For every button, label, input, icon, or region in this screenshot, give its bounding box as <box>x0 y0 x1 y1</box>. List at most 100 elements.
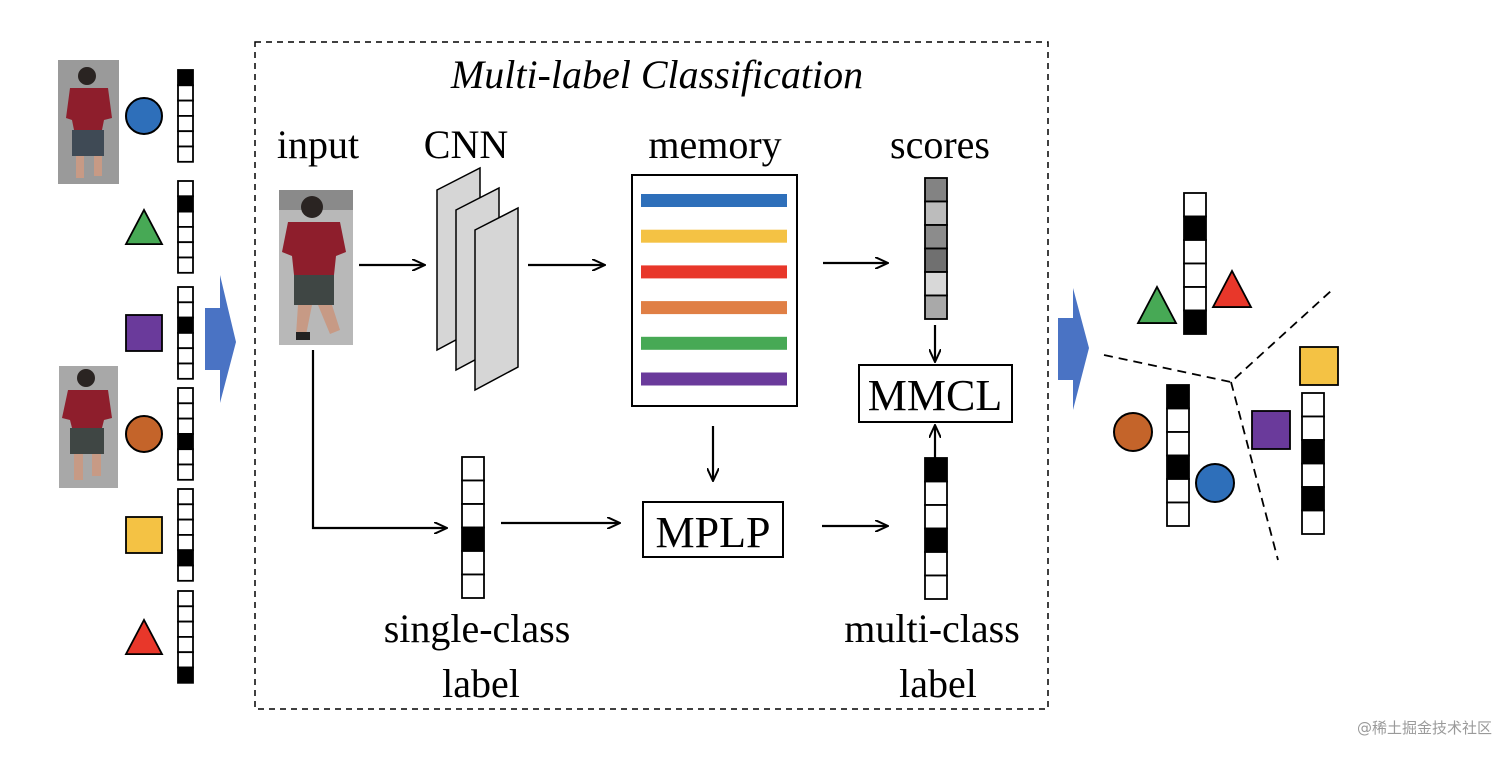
big-arrow-left-icon <box>205 275 236 403</box>
vector-cell <box>177 180 194 198</box>
vector-cell <box>177 362 194 380</box>
cluster-squares <box>1251 346 1339 535</box>
vector-cell <box>1183 215 1207 241</box>
vector-cell <box>924 224 948 250</box>
vector-cell <box>177 666 194 684</box>
vector-cell <box>177 651 194 669</box>
vector-cell <box>1301 462 1325 488</box>
vector-cell <box>1183 262 1207 288</box>
memory-row <box>641 194 787 207</box>
left-sample-vector <box>177 69 194 163</box>
left-person-image-1 <box>58 60 119 184</box>
vector-cell <box>177 605 194 623</box>
left-sample-1 <box>125 69 194 163</box>
vector-cell <box>177 488 194 506</box>
vector-cell <box>177 518 194 536</box>
vector-cell <box>1166 478 1190 504</box>
memory-box <box>631 174 798 407</box>
single-class-label-vector <box>461 456 485 599</box>
red-triangle-icon <box>1211 269 1253 308</box>
vector-cell <box>924 247 948 273</box>
vector-cell <box>924 527 948 553</box>
scores-cells <box>924 177 948 320</box>
vector-cell <box>177 448 194 466</box>
vector-cell <box>177 402 194 420</box>
vector-cell <box>177 69 194 87</box>
vector-cell <box>177 564 194 582</box>
cluster-boundaries <box>1103 289 1333 561</box>
left-sample-vector <box>177 387 194 481</box>
left-sample-vector <box>177 286 194 380</box>
memory-label: memory <box>648 122 781 167</box>
vector-cell <box>177 301 194 319</box>
mmcl-box <box>858 364 1013 423</box>
vector-cell <box>1183 192 1207 218</box>
multi-class-cells <box>924 457 948 600</box>
vector-cell <box>177 620 194 638</box>
vector-cell <box>177 463 194 481</box>
vector-cell <box>177 549 194 567</box>
multi-class-label-vector <box>924 457 948 600</box>
left-samples <box>124 69 194 684</box>
vector-cell <box>924 457 948 483</box>
mplp-box <box>642 501 784 558</box>
vector-cell <box>177 387 194 405</box>
vector-cell <box>1183 239 1207 265</box>
vector-cell <box>924 294 948 320</box>
vector-cell <box>1301 439 1325 465</box>
cluster-vector <box>1301 392 1325 535</box>
vector-cell <box>177 417 194 435</box>
vector-cell <box>461 503 485 529</box>
yellow-square-icon <box>125 516 163 554</box>
memory-row <box>641 265 787 279</box>
vector-cell <box>461 526 485 552</box>
vector-cell <box>1166 407 1190 433</box>
scores-vector <box>924 177 948 320</box>
vector-cell <box>177 590 194 608</box>
purple-square-icon <box>125 314 163 352</box>
input-label: input <box>277 122 359 167</box>
vector-cell <box>177 241 194 259</box>
clusters <box>1113 192 1339 535</box>
vector-cell <box>924 200 948 226</box>
vector-cell <box>177 432 194 451</box>
flow-arrows <box>311 263 935 528</box>
vector-cell <box>924 271 948 297</box>
watermark: @稀土掘金技术社区 <box>1356 719 1492 737</box>
vector-cell <box>177 195 194 213</box>
vector-cell <box>1301 392 1325 418</box>
cluster-vector <box>1166 384 1190 527</box>
memory-row <box>641 336 787 350</box>
vector-cell <box>924 504 948 530</box>
vector-cell <box>177 636 194 654</box>
vector-cell <box>924 551 948 577</box>
vector-cell <box>177 84 194 102</box>
vector-cell <box>177 210 194 228</box>
vector-cell <box>1301 415 1325 441</box>
vector-cell <box>177 534 194 552</box>
vector-cell <box>1183 309 1207 335</box>
vector-cell <box>1166 384 1190 410</box>
memory-row <box>641 229 787 243</box>
memory-row <box>641 301 787 315</box>
vector-cell <box>1183 286 1207 312</box>
cluster-circles <box>1113 384 1235 527</box>
vector-cell <box>924 480 948 506</box>
vector-cell <box>461 456 485 482</box>
yellow-square-icon <box>1299 346 1339 386</box>
orange-circle-icon <box>125 415 163 453</box>
vector-cell <box>177 225 194 244</box>
vector-cell <box>177 256 194 274</box>
frame-title: Multi-label Classification <box>450 52 863 97</box>
multi-class-label-line1: multi-class <box>844 606 1020 651</box>
mplp-label: MPLP <box>656 508 771 557</box>
left-sample-vector <box>177 488 194 582</box>
cnn-layers-icon <box>436 166 519 392</box>
vector-cell <box>461 573 485 599</box>
vector-cell <box>177 99 194 117</box>
vector-cell <box>461 479 485 505</box>
vector-cell <box>177 115 194 133</box>
classification-frame <box>254 41 1049 710</box>
